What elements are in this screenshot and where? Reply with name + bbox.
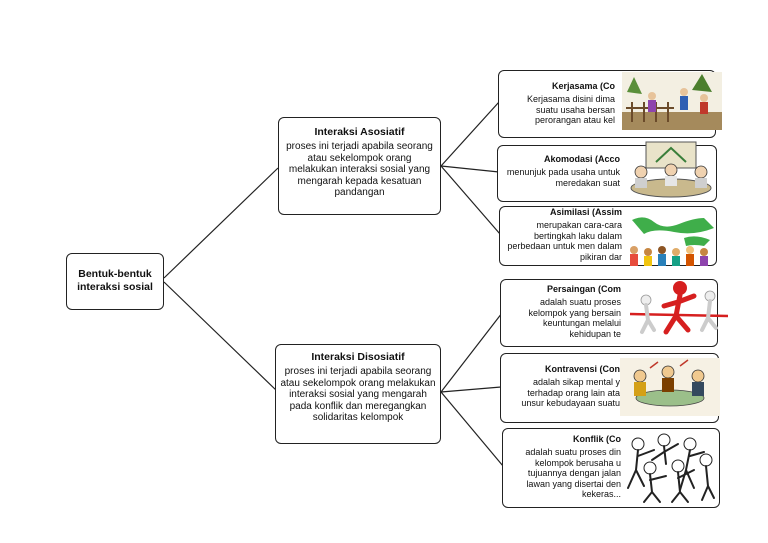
root-node-title: Bentuk-bentuk interaksi sosial <box>77 268 153 293</box>
connector-asosiatif-akomodasi <box>440 165 500 173</box>
connector-root-asosiatif <box>163 167 279 279</box>
crowd-fighting-illustration <box>627 433 715 503</box>
connector-asosiatif-kerjasama <box>440 101 500 167</box>
disosiatif-title: Interaksi Disosiatif <box>311 351 405 363</box>
kontravensi-description: adalah sikap mental y terhadap orang lai… <box>521 377 620 408</box>
root-node: Bentuk-bentuk interaksi sosial <box>66 253 164 310</box>
asimilasi-title: Asimilasi (Assim <box>549 207 622 217</box>
kerjasama-title: Kerjasama (Co <box>551 81 615 91</box>
arguing-people-illustration <box>620 358 720 416</box>
akomodasi-title: Akomodasi (Acco <box>543 154 620 164</box>
akomodasi-description: menunjuk pada usaha untuk meredakan suat <box>506 167 620 188</box>
asosiatif-title: Interaksi Asosiatif <box>314 126 405 138</box>
kontravensi-title: Kontravensi (Con <box>544 364 620 374</box>
asosiatif-description: proses ini terjadi apabila seorang atau … <box>286 141 433 198</box>
konflik-description: adalah suatu proses din kelompok berusah… <box>525 447 621 499</box>
people-working-together-illustration <box>622 72 722 130</box>
disosiatif-description: proses ini terjadi apabila seorang atau … <box>280 366 436 423</box>
diverse-people-map-illustration <box>630 217 714 266</box>
asimilasi-description: merupakan cara-cara bertingkah laku dala… <box>507 220 622 262</box>
konflik-title: Konflik (Co <box>573 434 621 444</box>
connector-disosiatif-kontravensi <box>440 386 502 393</box>
asimilasi-node: Asimilasi (Assim merupakan cara-cara ber… <box>499 206 717 266</box>
connector-disosiatif-persaingan <box>440 312 503 393</box>
persaingan-node: Persaingan (Com adalah suatu proses kelo… <box>500 279 718 347</box>
kerjasama-description: Kerjasama disini dima suatu usaha bersan… <box>526 94 615 125</box>
asosiatif-node: Interaksi Asosiatif proses ini terjadi a… <box>278 117 441 215</box>
connector-disosiatif-konflik <box>440 391 504 467</box>
disosiatif-node: Interaksi Disosiatif proses ini terjadi … <box>275 344 441 444</box>
persaingan-title: Persaingan (Com <box>546 284 621 294</box>
connector-root-disosiatif <box>163 281 279 393</box>
meeting-at-table-illustration <box>630 141 712 198</box>
connector-asosiatif-asimilasi <box>440 165 501 235</box>
persaingan-description: adalah suatu proses kelompok yang bersai… <box>528 297 621 339</box>
race-finish-line-illustration <box>630 281 728 335</box>
